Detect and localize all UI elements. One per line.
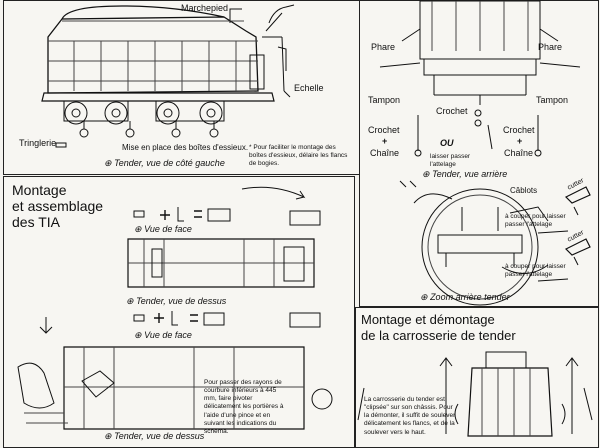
- tender-rear-drawing: [379, 0, 591, 306]
- marchepied-label: Marchepied: [181, 3, 229, 13]
- eye-icon: ⊕: [104, 431, 112, 441]
- vue-face-2: ⊕ Vue de face: [134, 331, 192, 340]
- tender-side-caption: ⊕ Tender, vue de côté gauche: [104, 159, 225, 168]
- tender-side-drawing: [41, 4, 295, 148]
- eye-icon: ⊕: [134, 330, 142, 340]
- plus-right: +: [517, 136, 523, 146]
- carrosserie-title-1: Montage et démontage: [361, 312, 495, 327]
- bogie-note: * Pour faciliter le montage des boîtes d…: [249, 144, 348, 168]
- tia-caption-2-text: Tender, vue de dessus: [114, 431, 205, 441]
- axle-box-note: Mise en place des boîtes d'essieux.: [122, 143, 249, 152]
- carrosserie-drawing: [357, 351, 593, 437]
- tender-rear-panel: Phare Phare Tampon Tampon Crochet OU lai…: [359, 0, 599, 307]
- eye-icon: ⊕: [134, 224, 142, 234]
- tender-rear-caption: ⊕ Tender, vue arrière: [422, 170, 507, 179]
- tampon-left-label: Tampon: [368, 95, 401, 105]
- tender-rear-caption-text: Tender, vue arrière: [432, 169, 508, 179]
- tia-title-1: Montage: [12, 182, 67, 198]
- tender-side-caption-text: Tender, vue de côté gauche: [114, 158, 225, 168]
- zoom-caption: ⊕ Zoom arrière tender: [420, 293, 510, 302]
- crochet-right-label: Crochet: [503, 125, 535, 135]
- cut-note-top: à couper pour laisser passer l'attelage: [505, 213, 566, 229]
- vue-face-1: ⊕ Vue de face: [134, 225, 192, 234]
- tia-caption-1-text: Tender, vue de dessus: [136, 296, 227, 306]
- carrosserie-note: La carrosserie du tender est "clipsée" s…: [364, 396, 456, 436]
- chaine-left-label: Chaîne: [370, 148, 400, 158]
- laisser-note: laisser passer l'attelage: [430, 153, 471, 169]
- tia-caption-1: ⊕ Tender, vue de dessus: [126, 297, 226, 306]
- eye-icon: ⊕: [420, 292, 428, 302]
- eye-icon: ⊕: [126, 296, 134, 306]
- echelle-label: Echelle: [294, 83, 324, 93]
- tender-side-panel: Marchepied Echelle Tringlerie Mise en pl…: [3, 0, 360, 175]
- tia-caption-2: ⊕ Tender, vue de dessus: [104, 432, 204, 441]
- carrosserie-panel: Montage et démontage de la carrosserie d…: [355, 307, 599, 448]
- phare-right-label: Phare: [538, 42, 563, 52]
- ou-label: OU: [440, 138, 454, 148]
- plus-left: +: [382, 136, 388, 146]
- eye-icon: ⊕: [104, 158, 112, 168]
- crochet-center-label: Crochet: [436, 106, 468, 116]
- zoom-caption-text: Zoom arrière tender: [430, 292, 510, 302]
- phare-left-label: Phare: [371, 42, 396, 52]
- tia-drawing: [17, 186, 333, 430]
- chaine-right-label: Chaîne: [504, 148, 534, 158]
- tringlerie-label: Tringlerie: [19, 138, 57, 148]
- eye-icon: ⊕: [422, 169, 430, 179]
- vue-face-2-text: Vue de face: [144, 330, 192, 340]
- tia-title-2: et assemblage: [12, 198, 104, 214]
- tampon-right-label: Tampon: [536, 95, 569, 105]
- tia-panel: Montage et assemblage des TIA: [3, 176, 355, 448]
- carrosserie-title-2: de la carrosserie de tender: [361, 328, 516, 343]
- cablots-label: Câblots: [510, 186, 538, 195]
- crochet-left-label: Crochet: [368, 125, 400, 135]
- vue-face-1-text: Vue de face: [144, 224, 192, 234]
- cut-note-bottom: à couper pour laisser passer l'attelage: [505, 263, 566, 279]
- rayons-note: Pour passer des rayons de courbure infér…: [204, 379, 284, 435]
- tia-title-3: des TIA: [12, 214, 60, 230]
